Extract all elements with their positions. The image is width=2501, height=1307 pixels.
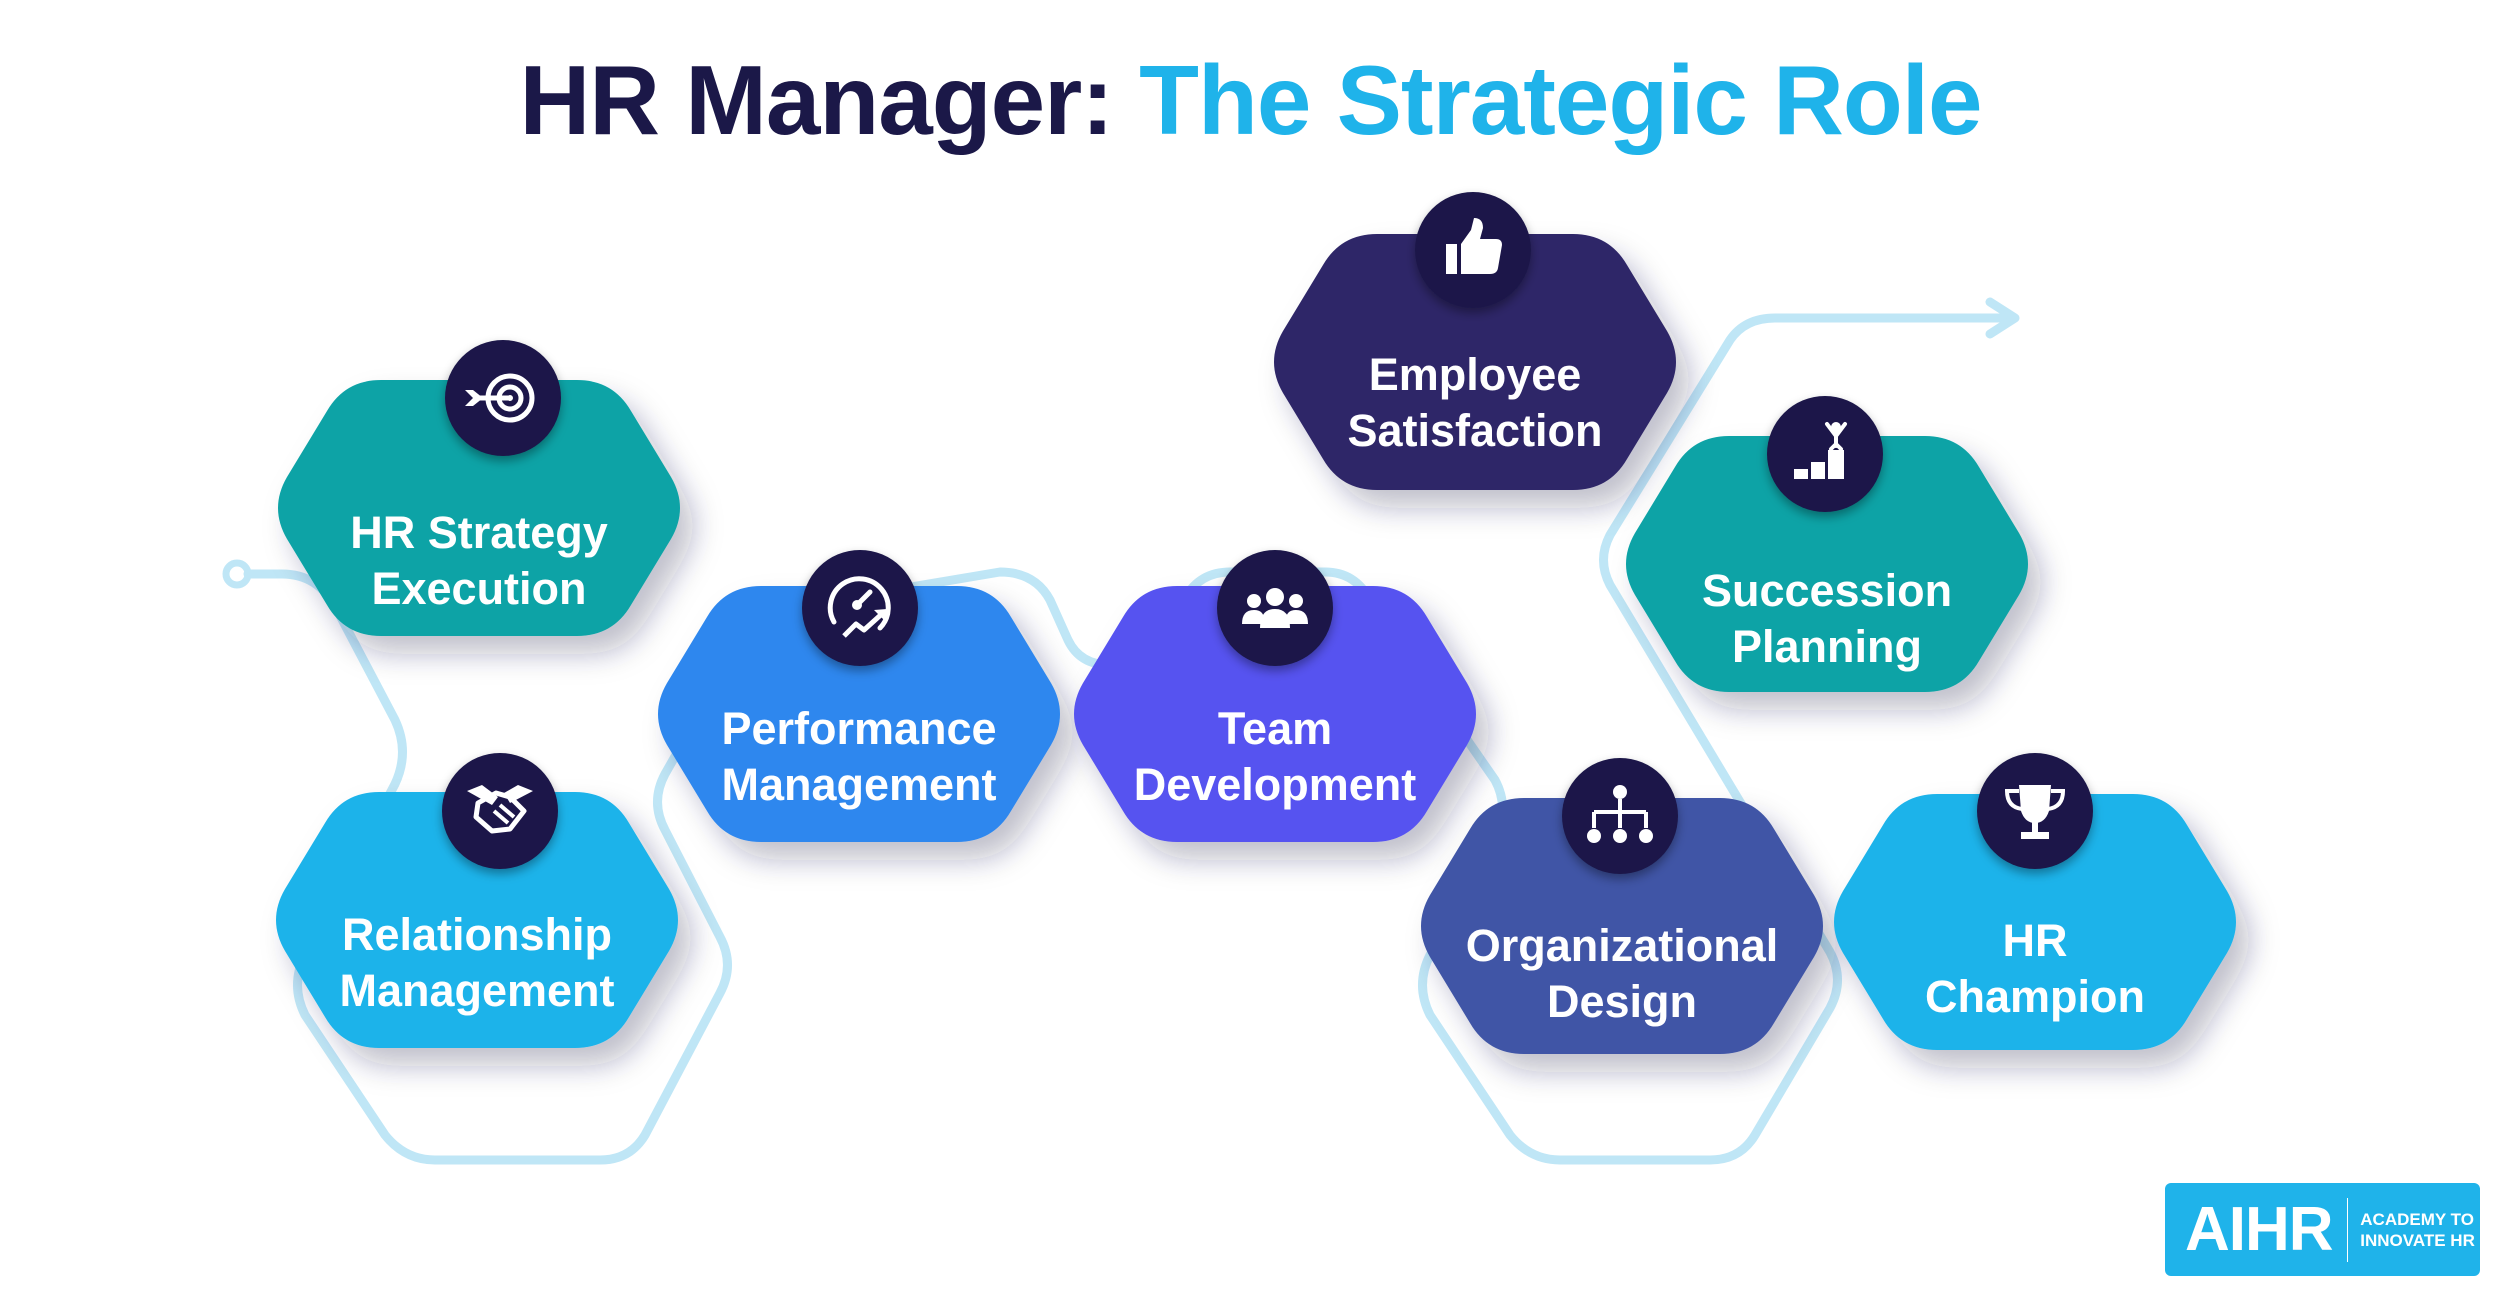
target-arrow-icon [445,340,561,456]
label-line-2: Management [721,759,997,810]
team-group-icon [1217,550,1333,666]
hexagon-employee-satisfaction [1274,234,1676,490]
thumbs-up-icon [1415,192,1531,308]
hexagon-succession-planning [1626,436,2028,692]
label-line-1: HR Strategy [350,507,608,558]
handshake-icon [442,753,558,869]
hexagon-organizational-design [1421,798,1823,1054]
label-line-1: Employee [1368,349,1582,400]
label-team-development: Team Development [1105,701,1445,813]
page-title: HR Manager: The Strategic Role [0,40,2501,160]
label-hr-champion: HR Champion [1865,913,2205,1025]
label-line-2: Champion [1925,971,2145,1022]
label-relationship-management: Relationship Management [307,907,647,1019]
hex-shape [1834,794,2236,1050]
logo-tagline-line-1: ACADEMY TO [2360,1209,2474,1229]
label-line-2: Development [1133,759,1417,810]
logo-mark: AIHR [2185,1195,2334,1264]
title-part-1: HR Manager: [519,45,1113,155]
label-line-1: Organizational [1465,920,1779,971]
aihr-logo: AIHR ACADEMY TO INNOVATE HR [2165,1183,2480,1276]
logo-tagline: ACADEMY TO INNOVATE HR [2360,1209,2480,1251]
hexagon-hr-strategy-execution [278,380,680,636]
logo-tagline-line-2: INNOVATE HR [2360,1230,2475,1250]
org-chart-icon [1562,758,1678,874]
label-line-1: Performance [721,703,997,754]
label-line-2: Planning [1732,621,1922,672]
hex-shape [1626,436,2028,692]
podium-winner-icon [1767,396,1883,512]
label-employee-satisfaction: Employee Satisfaction [1305,347,1645,459]
hexagon-performance-management [658,586,1060,842]
label-line-1: Relationship [341,909,613,960]
label-line-2: Satisfaction [1347,405,1603,456]
title-part-2: The Strategic Role [1139,45,1982,155]
label-line-2: Design [1546,976,1698,1027]
label-succession-planning: Succession Planning [1657,563,1997,675]
label-hr-strategy-execution: HR Strategy Execution [309,505,649,617]
label-line-2: Management [339,965,615,1016]
hex-shape [1274,234,1676,490]
label-organizational-design: Organizational Design [1452,918,1792,1030]
hex-shape [1421,798,1823,1054]
hex-shape [276,792,678,1048]
speedometer-growth-icon [802,550,918,666]
hexagon-relationship-management [276,792,678,1048]
label-line-1: Succession [1701,565,1953,616]
hex-shape [1074,586,1476,842]
trophy-icon [1977,753,2093,869]
logo-divider [2346,1197,2349,1262]
hex-shape [278,380,680,636]
label-performance-management: Performance Management [689,701,1029,813]
label-line-1: HR [2002,915,2068,966]
label-line-1: Team [1217,703,1333,754]
hexagon-hr-champion [1834,794,2236,1050]
hex-shape [658,586,1060,842]
hexagon-team-development [1074,586,1476,842]
label-line-2: Execution [371,563,587,614]
